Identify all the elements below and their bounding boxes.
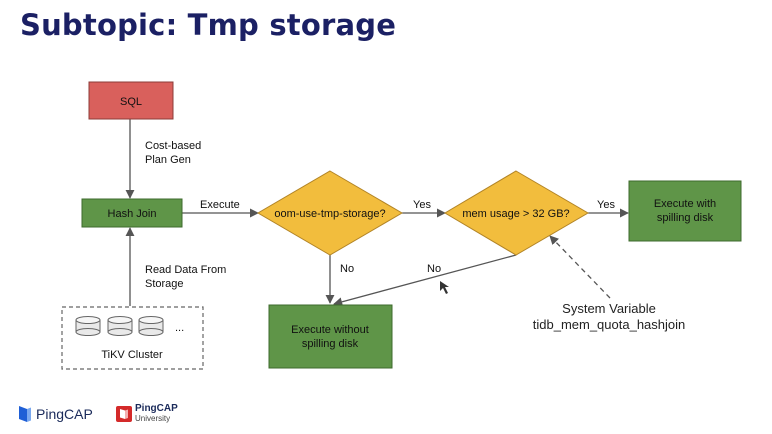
exec-nospill-node <box>268 304 393 369</box>
edge-note-to-mem <box>549 235 611 299</box>
pingcap-university-mark-icon <box>116 406 132 422</box>
pingcap-mark-icon <box>19 406 31 422</box>
decision-oom-label: oom-use-tmp-storage? <box>274 208 385 220</box>
database-icon <box>75 316 101 336</box>
edge-label-read-data-2: Storage <box>145 278 184 290</box>
edge-label-no-1: No <box>340 263 354 275</box>
sql-node <box>88 81 174 120</box>
note-line1: System Variable <box>562 301 656 316</box>
decision-mem-diamond <box>444 170 589 256</box>
hash-join-node <box>81 198 183 228</box>
edge-mem-to-nospill <box>333 254 517 307</box>
pingcap-university-logo: PingCAP University <box>116 404 178 424</box>
edge-label-cost-based-2: Plan Gen <box>145 154 191 166</box>
page-title: Subtopic: Tmp storage <box>20 8 397 42</box>
edge-label-no-2: No <box>427 263 441 275</box>
edge-label-cost-based-1: Cost-based <box>145 140 201 152</box>
university-logo-sub: University <box>135 414 171 423</box>
edge-label-yes-2: Yes <box>597 199 615 211</box>
edge-label-execute: Execute <box>200 199 240 211</box>
exec-spill-node <box>628 180 742 242</box>
database-icon <box>138 316 164 336</box>
pingcap-logo: PingCAP <box>18 405 93 423</box>
pingcap-wordmark: PingCAP <box>36 406 93 422</box>
edge-label-read-data-1: Read Data From <box>145 264 226 276</box>
exec-spill-label-line1: Execute with <box>654 198 716 210</box>
decision-oom-diamond <box>257 170 403 256</box>
sql-node-label: SQL <box>120 96 142 108</box>
tikv-ellipsis: ... <box>175 322 184 334</box>
university-logo-name: PingCAP <box>135 403 178 414</box>
exec-nospill-label-line2: spilling disk <box>302 338 359 350</box>
note-line2: tidb_mem_quota_hashjoin <box>533 317 686 332</box>
edge-label-yes-1: Yes <box>413 199 431 211</box>
database-icon <box>107 316 133 336</box>
decision-mem-label: mem usage > 32 GB? <box>462 208 569 220</box>
hash-join-label: Hash Join <box>108 208 157 220</box>
exec-nospill-label-line1: Execute without <box>291 324 369 336</box>
mouse-cursor-icon <box>440 281 449 294</box>
tikv-cluster-box <box>61 306 204 370</box>
exec-spill-label-line2: spilling disk <box>657 212 714 224</box>
tikv-cluster-label: TiKV Cluster <box>101 349 163 361</box>
